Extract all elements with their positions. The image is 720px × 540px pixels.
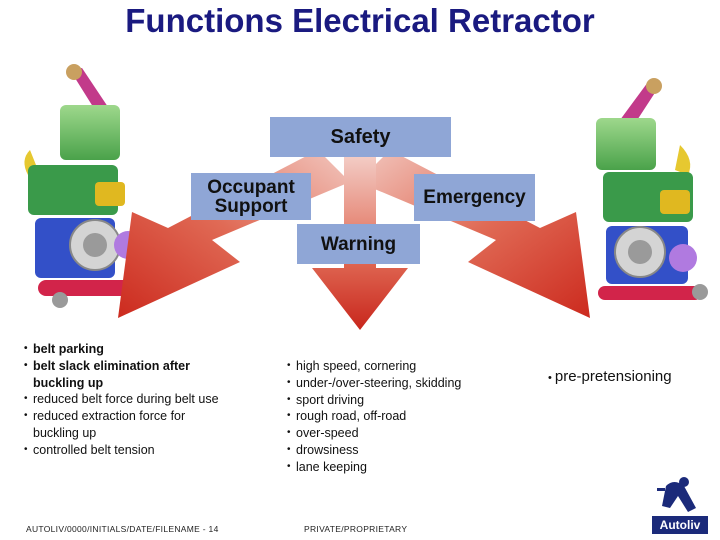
warning-box: Warning [297,224,420,264]
safety-box: Safety [270,117,451,157]
slide-title: Functions Electrical Retractor [125,2,595,39]
list-item: high speed, cornering [287,358,517,375]
list-item: belt parking [24,341,224,358]
occupant-support-list: belt parking belt slack elimination afte… [24,341,224,459]
autoliv-logo: Autoliv [652,516,708,534]
list-item: belt slack elimination after buckling up [24,358,224,392]
list-item: under-/over-steering, skidding [287,375,517,392]
list-item: lane keeping [287,459,517,476]
list-item: reduced belt force during belt use [24,391,224,408]
autoliv-logo-mark [657,477,696,512]
warning-list: high speed, cornering under-/over-steeri… [287,358,517,476]
list-item: reduced extraction force for buckling up [24,408,224,442]
retractor-illustration-right [596,78,708,300]
list-item: rough road, off-road [287,408,517,425]
retractor-illustration-left [24,64,148,308]
footer-filename: AUTOLIV/0000/INITIALS/DATE/FILENAME - 14 [26,524,219,534]
list-item: over-speed [287,425,517,442]
occupant-support-box: Occupant Support [191,173,311,220]
footer-confidential: PRIVATE/PROPRIETARY [304,524,408,534]
list-item: sport driving [287,392,517,409]
list-item: drowsiness [287,442,517,459]
emergency-box: Emergency [414,174,535,221]
list-item: controlled belt tension [24,442,224,459]
emergency-list-item: pre-pretensioning [548,368,672,385]
